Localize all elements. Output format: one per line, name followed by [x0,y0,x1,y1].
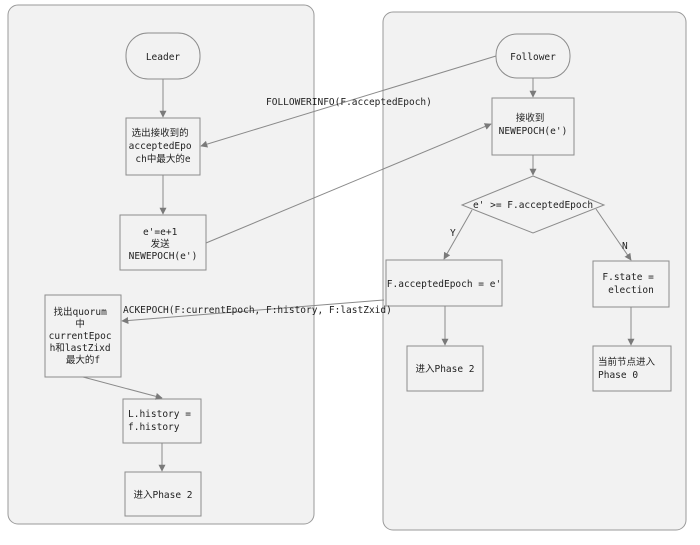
leader-history-line-2: f.history [128,422,180,433]
follower-accept-node [385,259,503,307]
leader-find-quorum-line-4: h和lastZixd [50,343,111,354]
svg-text:接收到 NEWEPOCH(e'): 接收到 NEWEPOCH(e') [499,112,568,137]
leader-select-line-2: acceptedEpo [129,141,192,152]
leader-phase2-label: 进入Phase 2 [133,490,192,501]
follower-decision-label: e' >= F.acceptedEpoch [473,200,593,211]
edge-followerinfo-label: FOLLOWERINFO(F.acceptedEpoch) [266,97,432,108]
edge-ackepoch [121,299,385,324]
edge-newepoch [205,123,492,244]
leader-new-epoch-node [119,214,207,271]
follower-phase0-node [592,345,672,392]
leader-select-node [125,117,201,176]
leader-find-quorum-line-2: 中 [75,318,85,330]
follower-receive-line-1: 接收到 [516,112,545,124]
edge-quorum-to-history [82,376,163,400]
follower-election-node [592,260,670,308]
leader-find-quorum-line-5: 最大的f [66,354,100,366]
svg-text:e'=e+1 发送 NEWEPOCH(e'): e'=e+1 发送 NEWEPOCH(e') [129,227,198,262]
follower-election-line-2: election [608,285,654,296]
follower-phase2-label: 进入Phase 2 [415,364,474,375]
follower-accept-label: F.acceptedEpoch = e' [387,279,501,290]
leader-new-epoch-line-1: e'=e+1 [143,227,178,238]
follower-receive-line-2: NEWEPOCH(e') [499,126,568,137]
leader-history-line-1: L.history = [128,409,191,420]
follower-start-label: Follower [510,52,556,63]
svg-text:选出接收到的 acceptedEpo ch中: 选出接收到的 acceptedEpo ch中最大的e [129,127,198,165]
follower-phase0-line-1: 当前节点进入 [598,356,656,368]
leader-find-quorum-node [44,294,122,378]
leader-find-quorum-line-3: currentEpoc [49,331,112,342]
leader-start-label: Leader [146,52,181,63]
edge-followerinfo [200,55,497,148]
leader-select-line-3: ch中最大的e [135,153,190,165]
leader-select-line-1: 选出接收到的 [132,127,189,139]
follower-lane [382,11,687,531]
follower-election-line-1: F.state = [602,272,654,283]
leader-phase2-node [124,471,202,517]
edge-decision-no-label: N [622,241,628,252]
leader-new-epoch-line-3: NEWEPOCH(e') [129,251,198,262]
svg-text:F.state = election: F.state = election [602,272,659,296]
follower-decision-node [460,175,606,234]
edge-decision-yes-label: Y [450,228,456,239]
svg-text:当前节点进入 Phase 0: 当前节点进入 Phase 0 [598,356,661,381]
leader-new-epoch-line-2: 发送 [151,238,171,250]
follower-phase0-line-2: Phase 0 [598,370,638,381]
edge-decision-yes [443,209,473,260]
svg-text:L.history = f.history: L.history = f.history [128,409,197,433]
leader-history-node [122,398,202,444]
follower-phase2-node [406,345,484,392]
edge-decision-no [595,208,632,261]
svg-text:找出quorum 中 currentEpoc: 找出quorum 中 currentEpoc h和lastZixd 最大的f [49,306,118,366]
leader-find-quorum-line-1: 找出quorum [53,306,107,318]
edge-ackepoch-label: ACKEPOCH(F:currentEpoch, F:history, F:la… [123,305,392,316]
